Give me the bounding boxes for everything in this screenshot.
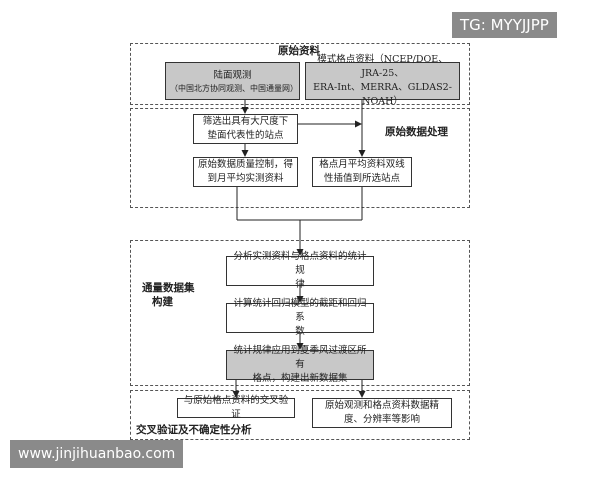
model-grid-line1: 模式格点资料（NCEP/DOE、JRA-25、 [317,54,448,79]
regression-line1: 计算统计回归模型的截距和回归系 [233,298,367,323]
quality-control-line1: 原始数据质量控制，得 [198,159,294,170]
impact-box: 原始观测和格点资料数据精 度、分辨率等影响 [312,398,452,428]
section-validation-title: 交叉验证及不确定性分析 [136,424,252,436]
statistical-analysis-line2: 律 [295,279,305,290]
section-build-title-line2: 构建 [152,296,173,308]
section-raw-data-title: 原始资料 [278,45,320,57]
screen-sites-line1: 筛选出具有大尺度下 [202,116,289,127]
regression-line2: 数 [295,326,305,337]
screen-sites-line2: 垫面代表性的站点 [207,130,284,141]
land-observation-subtitle: （中国北方协同观测、中国通量网） [170,83,298,93]
quality-control-box: 原始数据质量控制，得 到月平均实测资料 [193,157,298,187]
grid-interpolation-line1: 格点月平均资料双线 [319,159,405,170]
section-raw-processing-title: 原始数据处理 [385,126,448,138]
cross-validation-line1: 与原始格点资料的交叉验证 [183,395,289,420]
apply-rules-line2: 格点，构建出新数据集 [252,373,348,384]
apply-rules-box: 统计规律应用到夏季风过渡区所有 格点，构建出新数据集 [226,345,374,384]
apply-rules-line1: 统计规律应用到夏季风过渡区所有 [233,345,367,370]
land-observation-title: 陆面观测 [213,69,252,81]
regression-box: 计算统计回归模型的截距和回归系 数 [226,298,374,337]
impact-line2: 度、分辨率等影响 [343,414,420,425]
cross-validation-box: 与原始格点资料的交叉验证 [177,395,295,420]
model-grid-line2: ERA-Int、MERRA、GLDAS2-NOAH） [313,82,452,107]
grid-interpolation-box: 格点月平均资料双线 性插值到所选站点 [312,157,412,187]
section-validation [130,390,470,440]
land-observation-box: 陆面观测 （中国北方协同观测、中国通量网） [165,62,300,100]
section-raw-data [130,43,470,105]
model-grid-box: 模式格点资料（NCEP/DOE、JRA-25、 ERA-Int、MERRA、GL… [305,54,460,107]
quality-control-line2: 到月平均实测资料 [207,173,284,184]
section-build-title-line1: 通量数据集 [142,282,195,294]
site-watermark: www.jinjihuanbao.com [10,440,184,468]
statistical-analysis-box: 分析实测资料与格点资料的统计规 律 [226,251,374,290]
screen-sites-box: 筛选出具有大尺度下 垫面代表性的站点 [193,114,298,144]
tg-watermark: TG: MYYJJPP [452,12,557,38]
section-raw-processing [130,108,470,208]
impact-line1: 原始观测和格点资料数据精 [324,400,439,411]
grid-interpolation-line2: 性插值到所选站点 [323,173,400,184]
statistical-analysis-line1: 分析实测资料与格点资料的统计规 [233,251,367,276]
